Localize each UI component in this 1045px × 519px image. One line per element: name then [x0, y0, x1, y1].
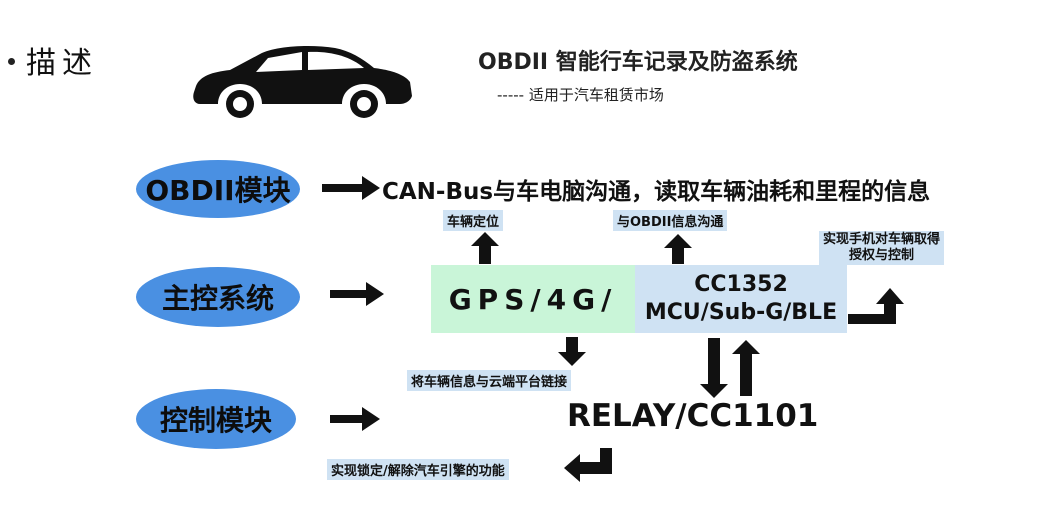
arrow-up-gps [471, 232, 499, 264]
label-cloud-link: 将车辆信息与云端平台链接 [407, 370, 572, 391]
arrow-elbow-lock [564, 448, 612, 482]
label-phone-line1: 实现手机对车辆取得 [823, 232, 941, 247]
arrow-up-cc [664, 234, 692, 264]
obd-module-ellipse: OBDII模块 [136, 160, 300, 218]
arrow-up-relay [732, 340, 760, 396]
cc1352-line2: MCU/Sub-G/BLE [644, 300, 838, 325]
label-gps-positioning: 车辆定位 [443, 210, 504, 231]
label-engine-lock: 实现锁定/解除汽车引擎的功能 [327, 459, 509, 480]
arrow-elbow-phone [848, 288, 904, 324]
section-heading: 描述 [26, 46, 98, 81]
arrow-down-cloud [558, 337, 586, 366]
label-phone-control: 实现手机对车辆取得 授权与控制 [819, 231, 945, 265]
cc1352-box: CC1352 MCU/Sub-G/BLE [635, 265, 847, 333]
gps-4g-box: GPS/4G/ [431, 265, 635, 333]
arrow-down-relay [700, 338, 728, 398]
car-icon [193, 46, 412, 118]
arrow-right-icon [322, 176, 384, 431]
main-control-ellipse: 主控系统 [136, 267, 300, 327]
cc1352-line1: CC1352 [694, 272, 788, 297]
diagram-title: OBDII 智能行车记录及防盗系统 [478, 50, 798, 75]
obd-description: CAN-Bus与车电脑沟通，读取车辆油耗和里程的信息 [382, 179, 931, 205]
label-obd-communication: 与OBDII信息沟通 [613, 210, 728, 231]
bullet-dot [8, 58, 15, 65]
relay-cc1101-text: RELAY/CC1101 [567, 398, 819, 434]
diagram-subtitle: ----- 适用于汽车租赁市场 [497, 86, 664, 104]
label-phone-line2: 授权与控制 [849, 248, 915, 263]
control-module-ellipse: 控制模块 [136, 389, 296, 449]
